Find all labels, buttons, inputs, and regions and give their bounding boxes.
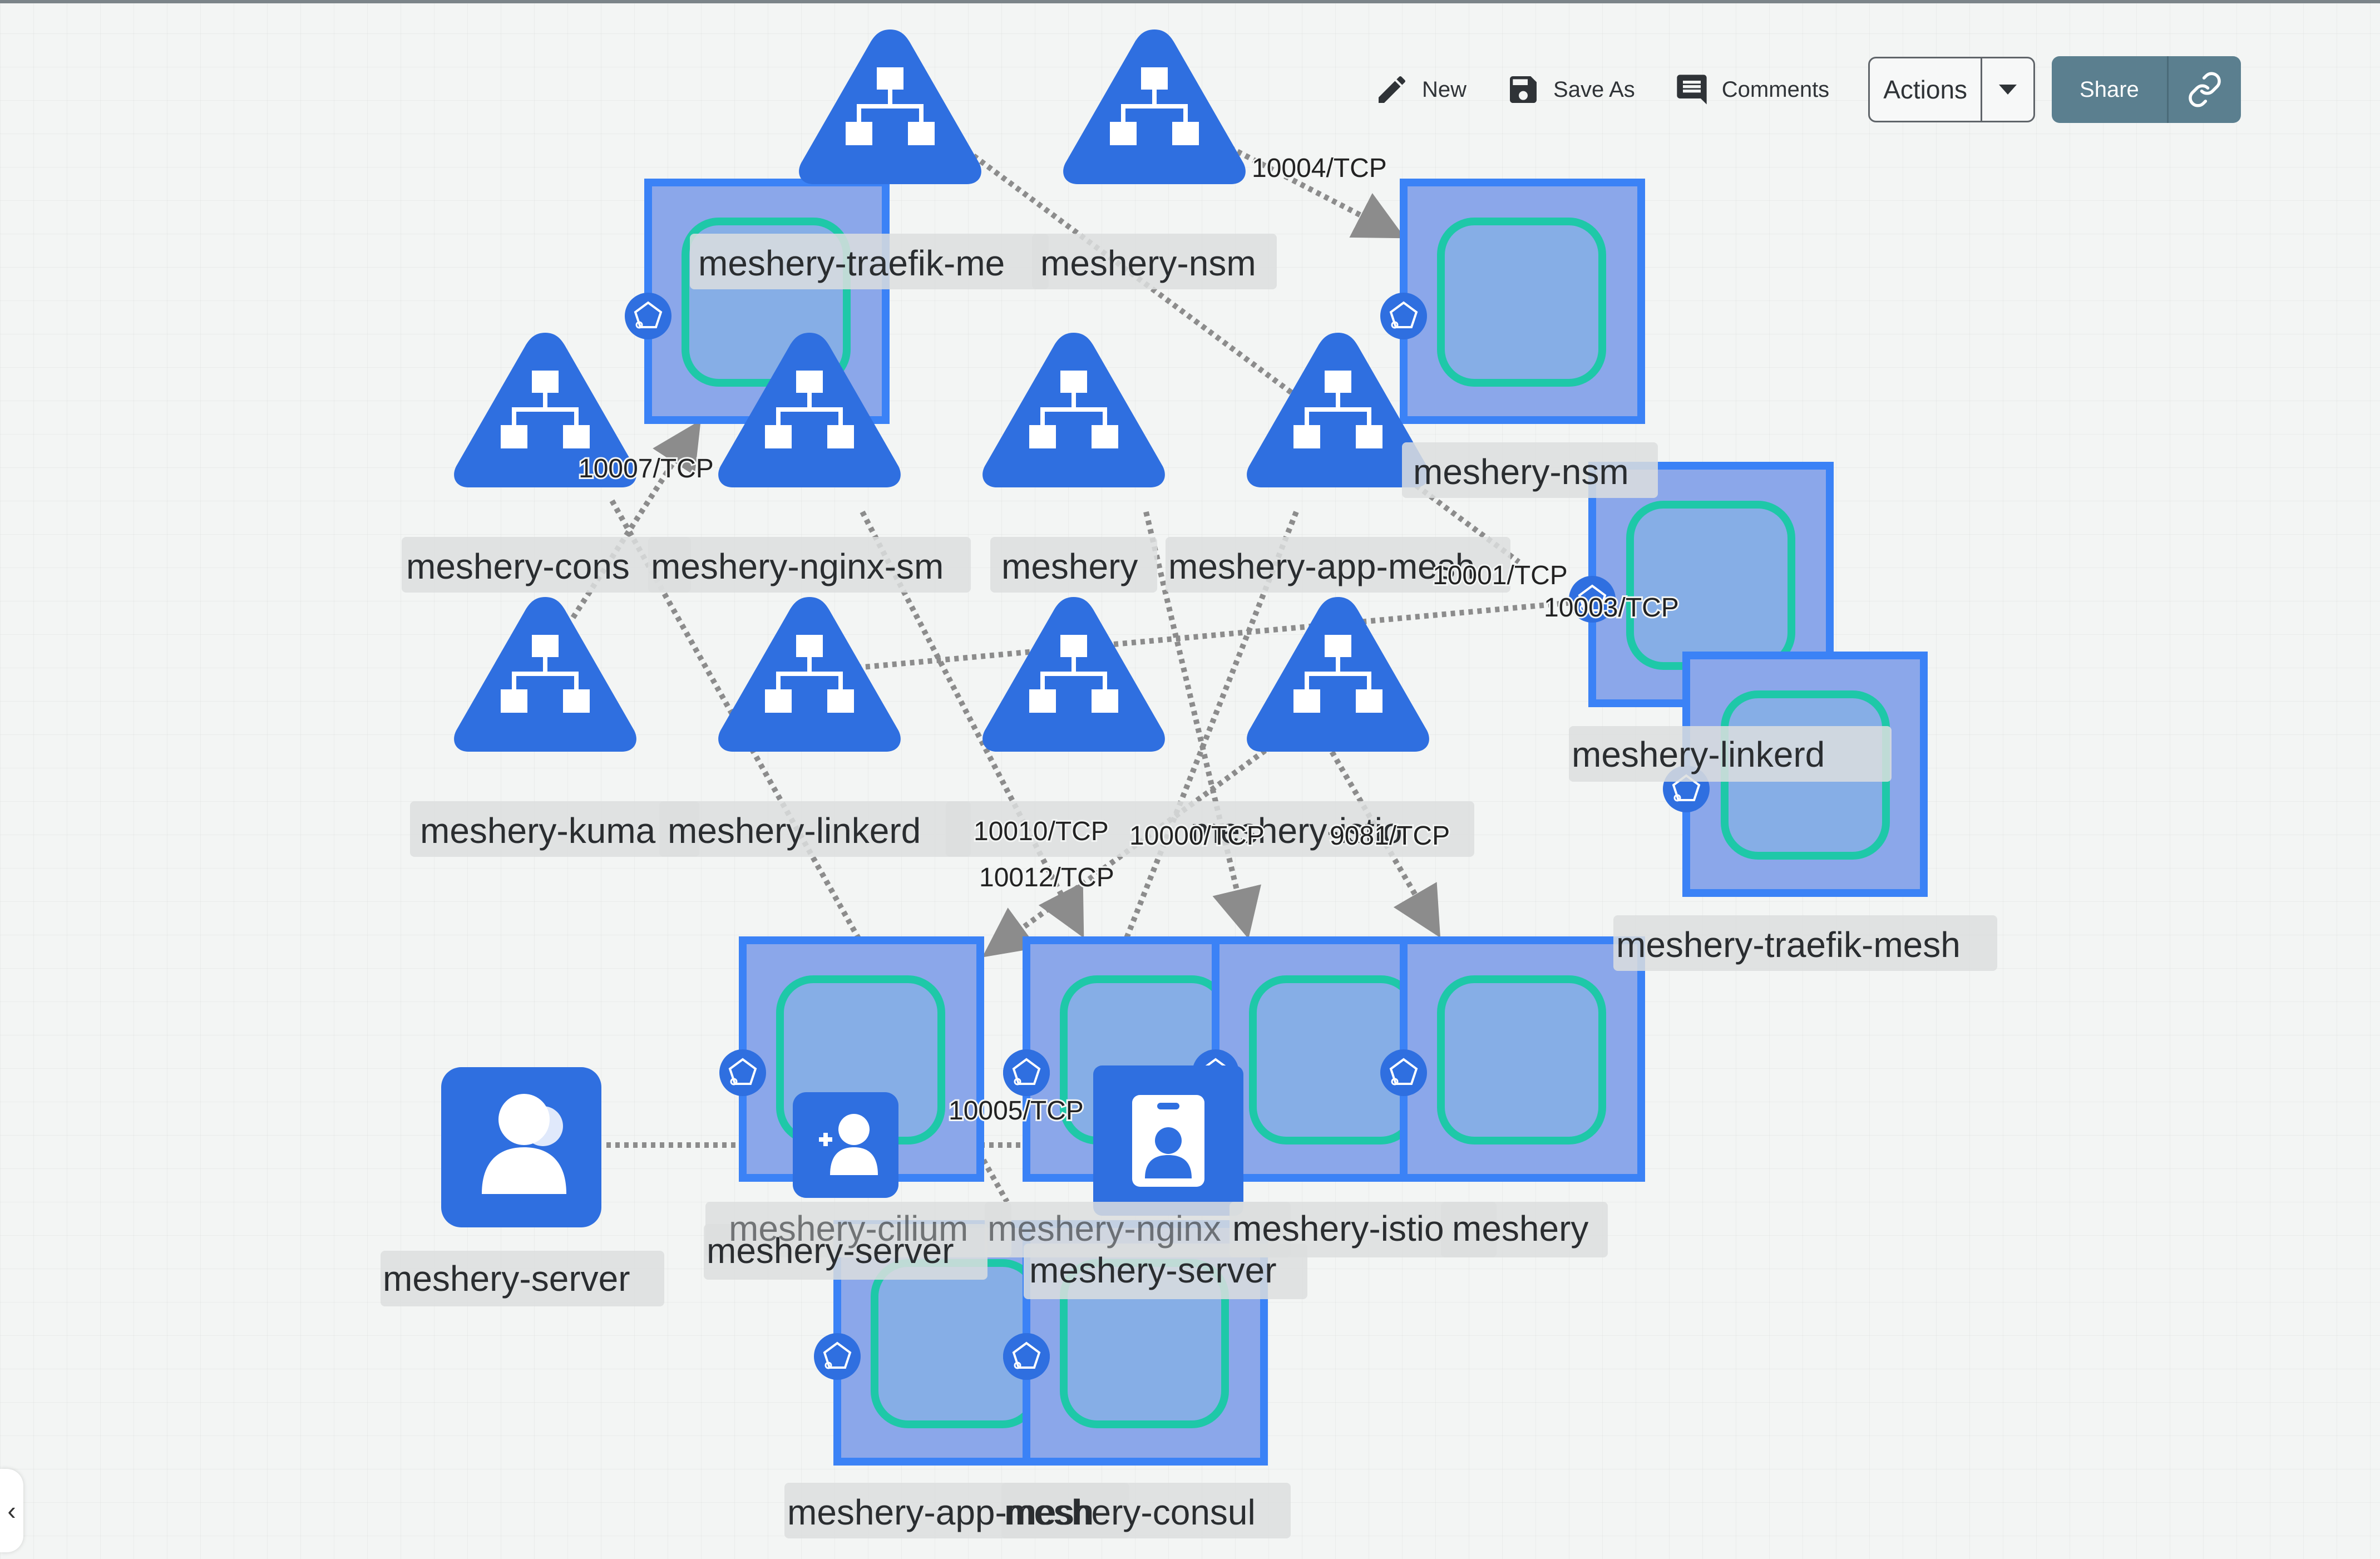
share-button[interactable]: Share	[2080, 77, 2139, 102]
edge-label: 10001/TCP	[1433, 561, 1568, 590]
new-button[interactable]: New	[1374, 72, 1466, 107]
comment-icon	[1677, 75, 1707, 105]
service-icon[interactable]	[454, 597, 636, 752]
service-icon[interactable]	[1063, 29, 1246, 184]
edge-label: 10000/TCP	[1129, 821, 1265, 851]
service-layer	[454, 29, 1429, 752]
deployment-label: meshery-nsm	[1413, 452, 1629, 492]
actions-dropdown[interactable]: Actions	[1868, 57, 2036, 122]
service-label: meshery-app-mesh	[1168, 546, 1475, 586]
deployment-label: meshery-app-mesh	[787, 1492, 1094, 1532]
cluster-role-node[interactable]	[1093, 1065, 1243, 1216]
edge-label: 10010/TCP	[974, 817, 1109, 846]
edge-label-layer: 10004/TCP 10007/TCP 10001/TCP 10003/TCP …	[577, 152, 1681, 1127]
deployment-label: meshery	[1452, 1208, 1588, 1249]
service-label: meshery-nsm	[1040, 243, 1256, 283]
edge[interactable]	[1143, 511, 1261, 939]
save-as-label: Save As	[1553, 77, 1635, 102]
service-account-label: meshery-server	[707, 1231, 954, 1271]
label-background-layer	[381, 234, 1997, 1538]
copy-link-button[interactable]	[2166, 56, 2241, 123]
service-label: meshery-linkerd	[668, 811, 921, 851]
actions-caret-button[interactable]	[1981, 58, 2033, 121]
deployment-label: meshery-istio	[1232, 1208, 1444, 1249]
edge[interactable]	[972, 153, 1520, 565]
deployment-label: meshery-nginx	[987, 1208, 1221, 1249]
edge-label: 10003/TCP	[1544, 593, 1679, 623]
deployment-meshery[interactable]	[1379, 936, 1645, 1182]
comments-label: Comments	[1721, 77, 1830, 102]
service-label: meshery-istio	[1191, 811, 1403, 851]
service-account-node[interactable]	[793, 1092, 898, 1198]
node-label-layer: meshery-traefik-me meshery-nsm meshery-c…	[383, 243, 1961, 1532]
cluster-role-label: meshery-server	[1029, 1250, 1277, 1290]
deployment-label: meshery-cilium	[729, 1208, 968, 1249]
service-label: meshery-nginx-sm	[651, 546, 944, 586]
user-node-label: meshery-server	[383, 1259, 630, 1299]
comments-button[interactable]: Comments	[1674, 72, 1829, 107]
user-node[interactable]	[441, 1067, 601, 1227]
service-icon[interactable]	[718, 597, 901, 752]
deployment-meshery-nsm[interactable]	[1379, 179, 1645, 424]
pencil-icon	[1379, 76, 1405, 103]
deployment-label: meshery-consul	[1004, 1492, 1256, 1532]
actions-label: Actions	[1883, 75, 1968, 104]
save-as-button[interactable]: Save As	[1505, 72, 1635, 107]
save-icon	[1510, 76, 1537, 103]
service-icon[interactable]	[799, 29, 981, 184]
service-icon[interactable]	[982, 597, 1165, 752]
new-label: New	[1422, 77, 1467, 102]
deployment-label: meshery-linkerd	[1572, 734, 1825, 774]
service-label: meshery-kuma	[420, 811, 656, 851]
design-toolbar: New Save As Comments Actions Share	[1374, 53, 2241, 126]
chevron-left-icon: ‹	[7, 1496, 16, 1525]
service-icon[interactable]	[982, 333, 1165, 487]
edge-label: 10012/TCP	[979, 863, 1114, 892]
edge[interactable]	[860, 510, 1084, 938]
chevron-down-icon	[1999, 85, 2017, 95]
window-top-border	[0, 0, 2380, 3]
edge-label: 10005/TCP	[949, 1096, 1084, 1126]
service-label: meshery-cons	[406, 546, 630, 586]
deployment-label: meshery-traefik-mesh	[1616, 925, 1961, 965]
edge-label: 10004/TCP	[1252, 154, 1387, 183]
service-label: meshery-traefik-me	[698, 243, 1005, 283]
link-icon	[2189, 72, 2221, 107]
share-button-group: Share	[2052, 56, 2241, 123]
edge-label: 10007/TCP	[579, 454, 714, 484]
edge-label: 9081/TCP	[1330, 821, 1450, 851]
edge[interactable]	[856, 598, 1592, 670]
sidebar-toggle-button[interactable]: ‹	[0, 1469, 23, 1552]
service-label: meshery	[1001, 546, 1138, 586]
